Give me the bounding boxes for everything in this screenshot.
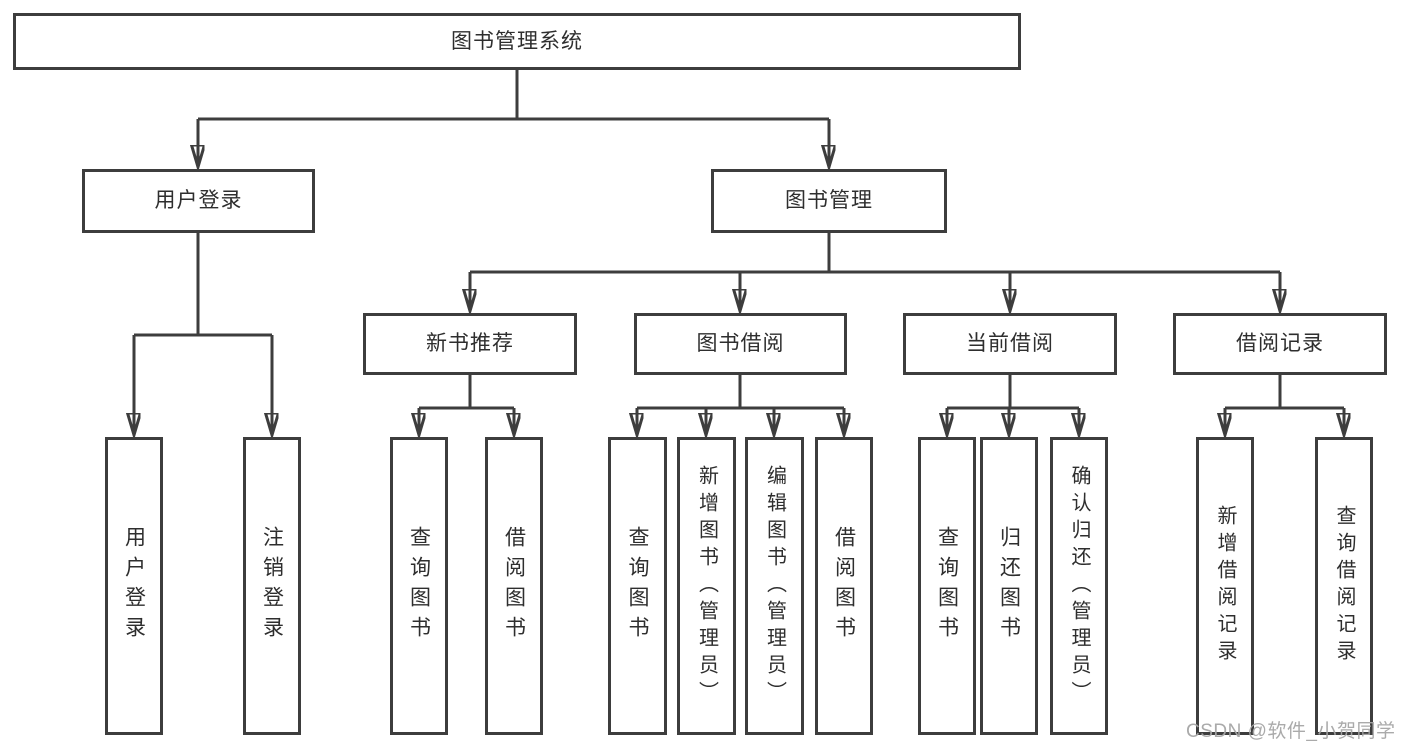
leaf-rec-borrow-book: 借阅图书: [485, 437, 543, 735]
leaf-bb-add-book-admin: 新增图书（管理员）: [677, 437, 736, 735]
node-borrowing-records: 借阅记录: [1173, 313, 1387, 375]
connector-book-mgmt-trunk: [470, 233, 1280, 274]
csdn-watermark: CSDN @软件_小贺同学: [1186, 721, 1396, 742]
connector-current-trunk: [947, 375, 1079, 410]
leaf-bb-edit-book-admin: 编辑图书（管理员）: [745, 437, 804, 735]
node-user-login: 用户登录: [82, 169, 315, 233]
leaf-cb-confirm-return-admin: 确认归还（管理员）: [1050, 437, 1108, 735]
node-current-borrowing: 当前借阅: [903, 313, 1117, 375]
connector-borrow-trunk: [637, 375, 844, 410]
leaf-br-add-record: 新增借阅记录: [1196, 437, 1254, 735]
connector-user-login-trunk: [134, 233, 272, 337]
node-library-management-system: 图书管理系统: [13, 13, 1021, 70]
node-book-borrowing: 图书借阅: [634, 313, 847, 375]
leaf-logout: 注销登录: [243, 437, 301, 735]
leaf-bb-borrow-book: 借阅图书: [815, 437, 873, 735]
leaf-bb-query-book: 查询图书: [608, 437, 667, 735]
connector-records-trunk: [1225, 375, 1344, 410]
node-new-book-recommendation: 新书推荐: [363, 313, 577, 375]
leaf-br-query-record: 查询借阅记录: [1315, 437, 1373, 735]
connector-rec-trunk: [419, 375, 514, 410]
node-book-management: 图书管理: [711, 169, 947, 233]
leaf-cb-query-book: 查询图书: [918, 437, 976, 735]
connector-root-trunk: [198, 70, 829, 121]
leaf-user-login: 用户登录: [105, 437, 163, 735]
leaf-cb-return-book: 归还图书: [980, 437, 1038, 735]
leaf-rec-query-book: 查询图书: [390, 437, 448, 735]
